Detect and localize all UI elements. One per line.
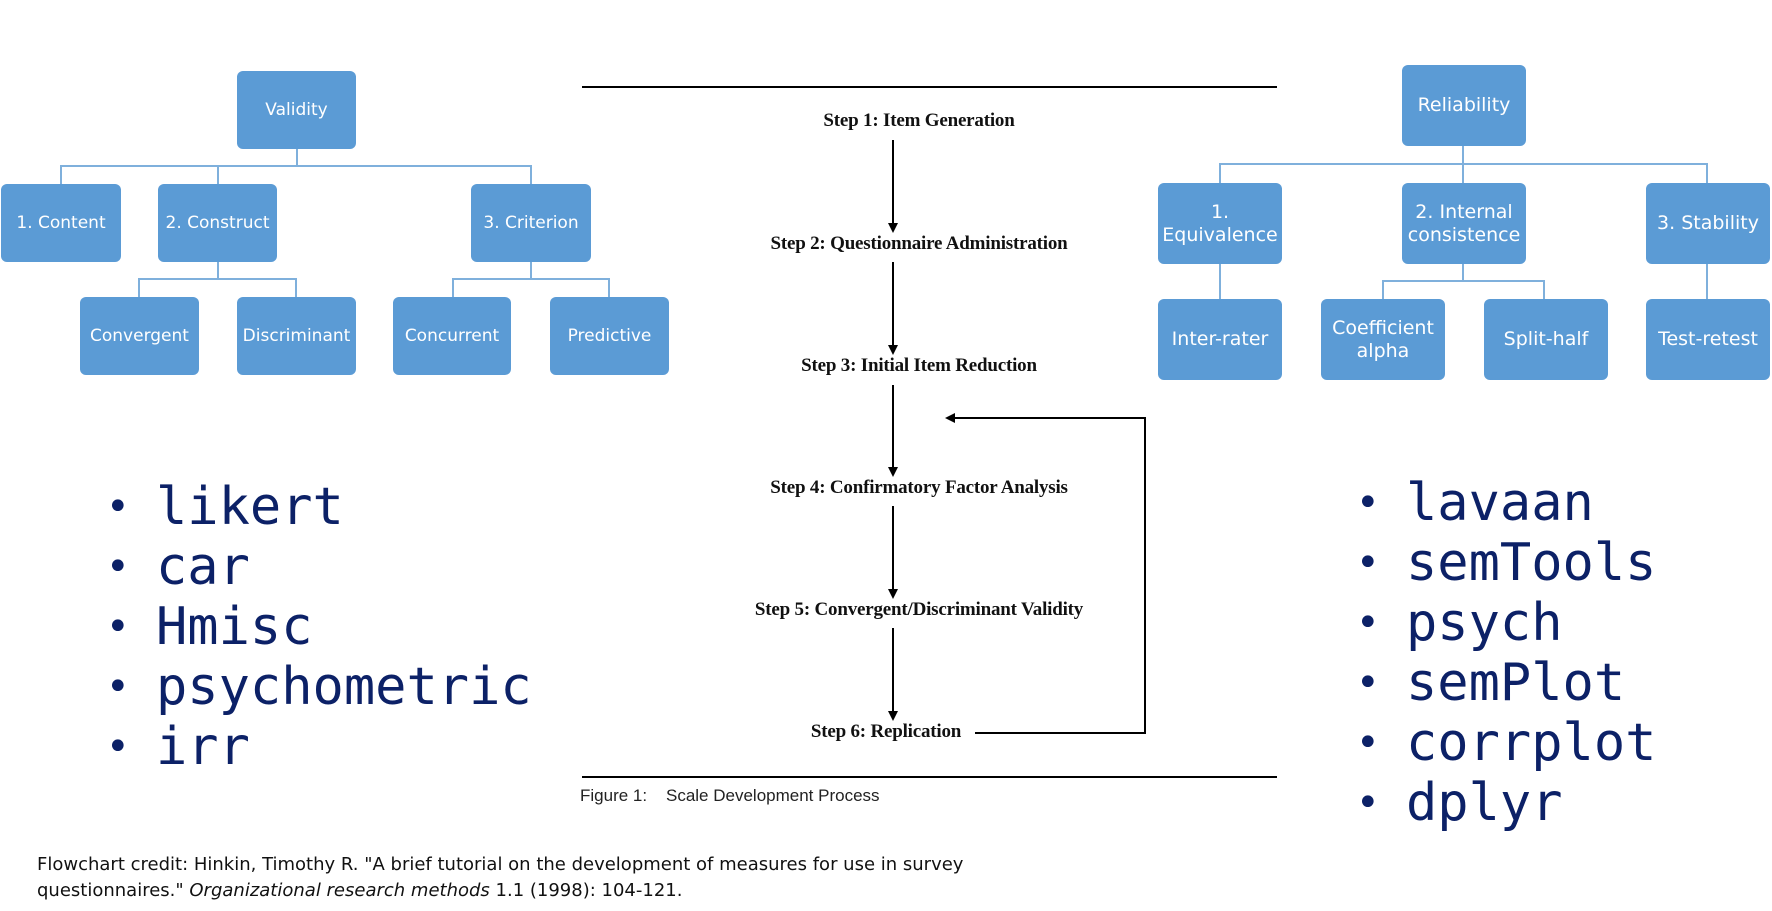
list-item: psych (1356, 593, 1656, 653)
step-3-label: Step 3: Initial Item Reduction (801, 355, 1037, 376)
connector (1382, 280, 1384, 299)
credit-journal: Organizational research methods (189, 880, 490, 901)
credit-suffix: 1.1 (1998): 104-121. (489, 880, 683, 901)
step-6-label: Step 6: Replication (810, 721, 962, 742)
right-package-list: lavaan semTools psych semPlot corrplot d… (1356, 473, 1656, 833)
test-retest-box: Test-retest (1646, 299, 1770, 380)
connector (138, 278, 297, 280)
list-item: semTools (1356, 533, 1656, 593)
bottom-rule (582, 776, 1277, 778)
feedback-loop-arrow (945, 413, 1146, 734)
connector (1382, 280, 1545, 282)
discriminant-box: Discriminant (237, 297, 356, 375)
connector (295, 278, 297, 297)
coefficient-alpha-box: Coefficient alpha (1321, 299, 1445, 380)
validity-root-box: Validity (237, 71, 356, 149)
list-item: irr (106, 717, 532, 777)
left-package-list: likert car Hmisc psychometric irr (106, 477, 532, 777)
inter-rater-box: Inter-rater (1158, 299, 1282, 380)
split-half-box: Split-half (1484, 299, 1608, 380)
content-validity-box: 1. Content (1, 184, 121, 262)
reliability-root-box: Reliability (1402, 65, 1526, 146)
step-5-label: Step 5: Convergent/Discriminant Validity (754, 599, 1084, 620)
connector (1219, 264, 1221, 299)
connector (138, 278, 140, 297)
credit-prefix: Flowchart credit: Hinkin, Timothy R. "A … (37, 854, 964, 901)
connector (296, 149, 298, 166)
connector (1462, 146, 1464, 164)
list-item: likert (106, 477, 532, 537)
connector (530, 262, 532, 279)
step-4-label: Step 4: Confirmatory Factor Analysis (770, 477, 1068, 498)
connector (1219, 163, 1221, 183)
figure-caption: Figure 1: Scale Development Process (580, 786, 880, 805)
list-item: Hmisc (106, 597, 532, 657)
list-item: dplyr (1356, 773, 1656, 833)
connector (608, 278, 610, 297)
connector (60, 165, 532, 167)
step-2-label: Step 2: Questionnaire Administration (770, 233, 1068, 254)
internal-consistence-box: 2. Internal consistence (1402, 183, 1526, 264)
connector (530, 165, 532, 184)
step-1-label: Step 1: Item Generation (823, 110, 1015, 131)
connector (1706, 264, 1708, 299)
connector (1462, 163, 1464, 183)
flowchart-credit: Flowchart credit: Hinkin, Timothy R. "A … (37, 852, 1017, 904)
connector (1706, 163, 1708, 183)
list-item: car (106, 537, 532, 597)
list-item: corrplot (1356, 713, 1656, 773)
concurrent-box: Concurrent (393, 297, 511, 375)
equivalence-box: 1. Equivalence (1158, 183, 1282, 264)
connector (1462, 264, 1464, 281)
stability-box: 3. Stability (1646, 183, 1770, 264)
predictive-box: Predictive (550, 297, 669, 375)
connector (452, 278, 454, 297)
list-item: lavaan (1356, 473, 1656, 533)
connector (1543, 280, 1545, 299)
connector (217, 262, 219, 279)
list-item: semPlot (1356, 653, 1656, 713)
construct-validity-box: 2. Construct (158, 184, 277, 262)
connector (452, 278, 610, 280)
connector (60, 165, 62, 184)
top-rule (582, 86, 1277, 88)
criterion-validity-box: 3. Criterion (471, 184, 591, 262)
connector (217, 165, 219, 184)
convergent-box: Convergent (80, 297, 199, 375)
list-item: psychometric (106, 657, 532, 717)
